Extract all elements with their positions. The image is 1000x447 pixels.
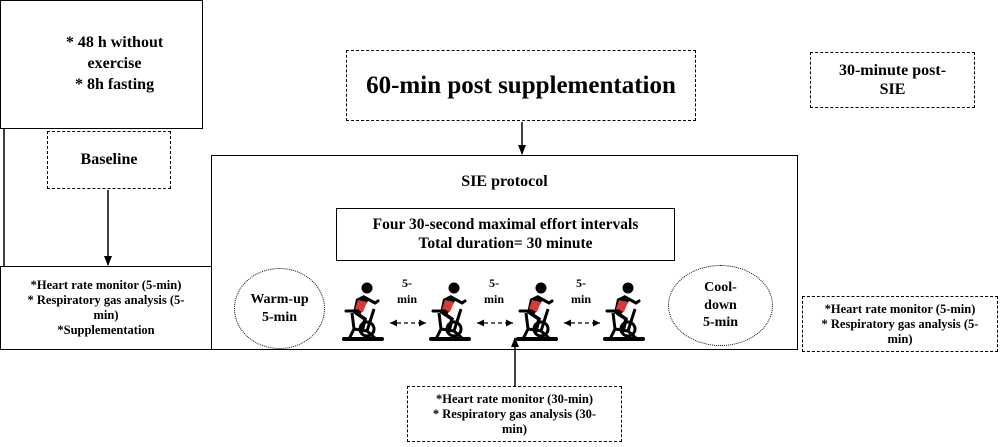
baseline-measure-supplementation: *Supplementation [57, 323, 155, 337]
cyclist-icon-3 [516, 282, 558, 341]
rest-gap-label-1: 5- min [396, 276, 417, 306]
baseline-measure-gas-analysis: * Respiratory gas analysis (5- [27, 293, 185, 307]
during-measures-box: *Heart rate monitor (30-min) * Respirato… [407, 386, 622, 442]
post-sie-line-2: SIE [879, 81, 906, 98]
baseline-box: Baseline [47, 131, 171, 189]
cyclist-icon-2 [429, 282, 471, 341]
post-sie-measure-gas-analysis-cont: min) [887, 331, 913, 346]
pre-conditions-box: * 48 h without exercise * 8h fasting [0, 0, 203, 129]
baseline-measure-heart-rate: *Heart rate monitor (5-min) [30, 278, 182, 292]
rest-gap-label-2: 5- min [483, 276, 504, 306]
pre-condition-line-3: * 8h fasting [74, 75, 155, 93]
warm-up-line-2: 5-min [262, 309, 297, 325]
during-measure-gas-analysis-cont: min) [502, 421, 527, 436]
warm-up-ellipse: Warm-up 5-min [234, 268, 325, 349]
post-sie-line-1: 30-minute post- [838, 61, 947, 79]
post-supplementation-label: 60-min post supplementation [366, 71, 676, 99]
post-sie-measure-gas-analysis: * Respiratory gas analysis (5- [821, 316, 979, 331]
post-sie-box: 30-minute post- SIE [810, 52, 975, 108]
cool-down-line-1: Cool- [704, 280, 737, 296]
baseline-measures-box: *Heart rate monitor (5-min) * Respirator… [0, 266, 212, 350]
cyclist-icon-4 [603, 282, 645, 341]
sie-protocol-title-text: SIE protocol [461, 173, 548, 191]
post-sie-measure-heart-rate: *Heart rate monitor (5-min) [824, 301, 976, 316]
baseline-measure-gas-analysis-cont: min) [93, 308, 119, 322]
pre-condition-line-1: * 48 h without [65, 34, 164, 52]
baseline-label: Baseline [80, 151, 138, 169]
cool-down-ellipse: Cool- down 5-min [668, 265, 773, 346]
cool-down-line-2: down [704, 297, 737, 313]
cool-down-line-3: 5-min [703, 315, 738, 331]
pre-condition-line-2: exercise [87, 55, 142, 73]
sie-protocol-box [211, 155, 798, 350]
intervals-line-1: Four 30-second maximal effort intervals [372, 215, 639, 233]
rest-gap-label-3: 5- min [570, 276, 591, 306]
post-supplementation-box: 60-min post supplementation [346, 50, 696, 121]
cyclist-icon-1 [342, 282, 384, 341]
warm-up-line-1: Warm-up [250, 292, 309, 307]
intervals-line-2: Total duration= 30 minute [418, 234, 593, 252]
sie-protocol-title: SIE protocol [211, 170, 798, 194]
intervals-box: Four 30-second maximal effort intervals … [336, 208, 675, 261]
during-measure-gas-analysis: * Respiratory gas analysis (30- [432, 406, 597, 421]
during-measure-heart-rate: *Heart rate monitor (30-min) [435, 391, 593, 406]
post-sie-measures-box: *Heart rate monitor (5-min) * Respirator… [802, 296, 998, 352]
